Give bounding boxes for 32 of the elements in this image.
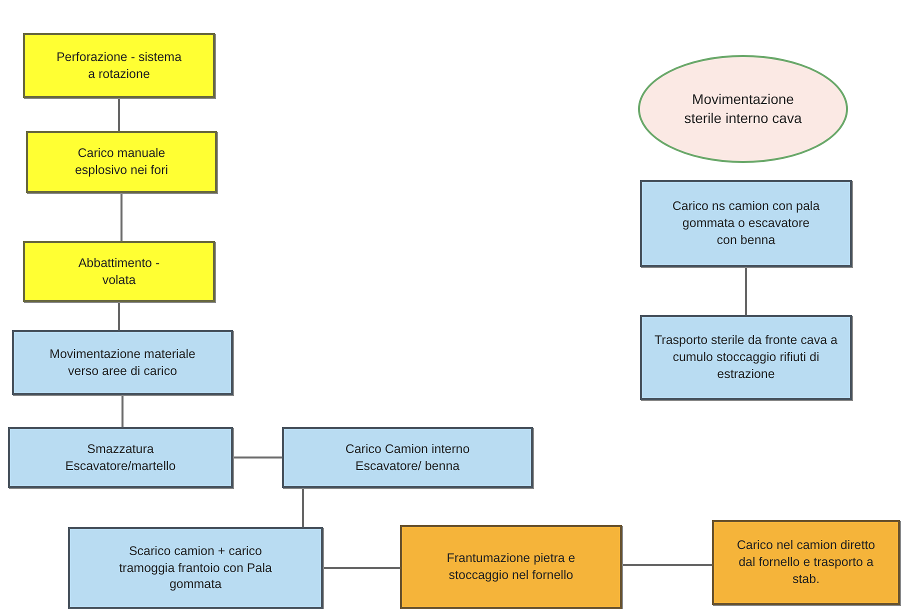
node-label: Scarico camion + carico tramoggia frantoio con Pala gommata xyxy=(118,542,273,594)
node-label: Trasporto sterile da fronte cava a cumulo stoccaggio rifiuti di estrazione xyxy=(654,332,838,383)
connector-line xyxy=(323,567,400,569)
process-box xyxy=(23,33,215,98)
node-label: Movimentazione sterile interno cava xyxy=(683,90,803,128)
connector-line xyxy=(233,456,282,458)
node-label: Abbattimento - volata xyxy=(77,254,161,288)
connector-line xyxy=(622,564,712,566)
node-label: Smazzatura Escavatore/martello xyxy=(64,440,177,474)
node-label: Carico manuale esplosivo nei fori xyxy=(74,145,170,179)
node-label: Carico nel camion diretto dal fornello e trasporto a stab. xyxy=(736,537,876,588)
node-label: Carico Camion interno Escavatore/ benna xyxy=(344,440,471,474)
process-box xyxy=(640,180,852,267)
process-box xyxy=(712,520,900,605)
node-label: Frantumazione pietra e stoccaggio nel fornello xyxy=(446,550,576,584)
connector-line xyxy=(118,98,120,131)
connector-line xyxy=(745,267,747,315)
connector-line xyxy=(302,488,304,527)
process-box xyxy=(26,131,217,193)
node-label: Carico ns camion con pala gommata o escavatore con benna xyxy=(672,198,820,249)
node-label: Movimentazione materiale verso aree di carico xyxy=(48,346,196,380)
process-box xyxy=(400,525,622,609)
process-box xyxy=(640,315,852,400)
process-box xyxy=(23,241,215,302)
process-box xyxy=(68,527,323,609)
connector-line xyxy=(118,302,120,330)
connector-line xyxy=(122,395,124,427)
connector-line xyxy=(120,193,122,241)
node-label: Perforazione - sistema a rotazione xyxy=(55,48,183,82)
process-box xyxy=(282,427,533,488)
process-box xyxy=(12,330,233,395)
process-box xyxy=(8,427,233,488)
